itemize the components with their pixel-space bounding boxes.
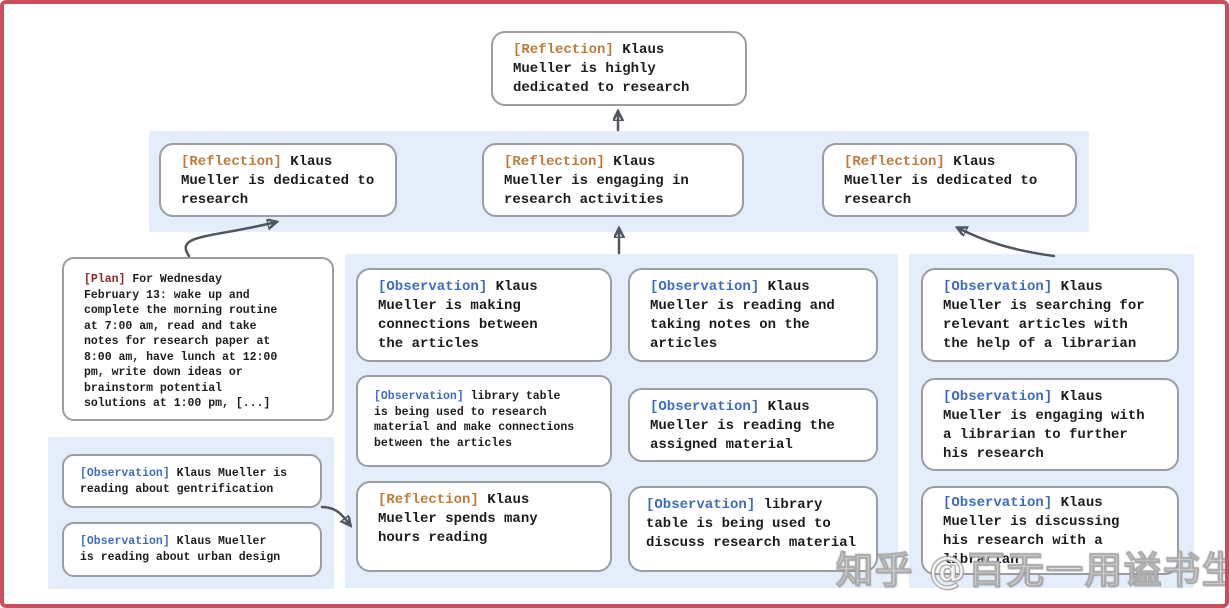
- observation-tag: [Observation]: [378, 279, 488, 295]
- plan-tag: [Plan]: [84, 273, 126, 286]
- node-text: Klaus Mueller is reading about gentrific…: [80, 467, 288, 496]
- node-observation-library-discuss: [Observation] library table is being use…: [628, 486, 878, 572]
- observation-tag: [Observation]: [374, 390, 464, 403]
- node-observation-searching-articles: [Observation] Klaus Mueller is searching…: [921, 268, 1179, 362]
- reflection-tag: [Reflection]: [513, 42, 614, 58]
- node-reflection-engaging: [Reflection] Klaus Mueller is engaging i…: [482, 143, 744, 217]
- node-text: Klaus Mueller is dedicated to research: [181, 154, 375, 208]
- node-reflection-root: [Reflection] Klaus Mueller is highly ded…: [491, 31, 747, 106]
- node-observation-urban-design: [Observation] Klaus Mueller is reading a…: [62, 522, 322, 577]
- node-observation-gentrification: [Observation] Klaus Mueller is reading a…: [62, 454, 322, 508]
- node-text: Klaus Mueller is engaging with a librari…: [943, 389, 1145, 462]
- observation-tag: [Observation]: [650, 399, 760, 415]
- node-reflection-dedicated-2: [Reflection] Klaus Mueller is dedicated …: [822, 143, 1077, 217]
- reflection-tag: [Reflection]: [844, 154, 945, 170]
- node-text: Klaus Mueller spends many hours reading: [378, 492, 538, 546]
- node-text: Klaus Mueller is reading and taking note…: [650, 279, 835, 352]
- arrow-rightpanel-to-reflection3: [958, 228, 1056, 258]
- node-text: Klaus Mueller is searching for relevant …: [943, 279, 1145, 352]
- node-text: Klaus Mueller is dedicated to research: [844, 154, 1038, 208]
- node-plan-wednesday: [Plan] For Wednesday February 13: wake u…: [62, 257, 334, 421]
- node-text: Klaus Mueller is discussing his research…: [943, 495, 1120, 568]
- observation-tag: [Observation]: [943, 389, 1053, 405]
- node-text: Klaus Mueller is engaging in research ac…: [504, 154, 689, 208]
- observation-tag: [Observation]: [80, 535, 170, 548]
- node-reflection-dedicated-1: [Reflection] Klaus Mueller is dedicated …: [159, 143, 397, 217]
- node-observation-connections: [Observation] Klaus Mueller is making co…: [356, 268, 612, 362]
- reflection-tag: [Reflection]: [181, 154, 282, 170]
- node-text: Klaus Mueller is making connections betw…: [378, 279, 538, 352]
- zhihu-watermark: 知乎 @百无一用谥书生: [835, 548, 1229, 592]
- observation-tag: [Observation]: [650, 279, 760, 295]
- reflection-tag: [Reflection]: [378, 492, 479, 508]
- node-text: library table is being used to discuss r…: [646, 497, 857, 551]
- observation-tag: [Observation]: [943, 495, 1053, 511]
- node-observation-taking-notes: [Observation] Klaus Mueller is reading a…: [628, 268, 878, 362]
- observation-tag: [Observation]: [646, 497, 756, 513]
- node-text: library table is being used to research …: [374, 390, 575, 450]
- node-text: Klaus Mueller is reading the assigned ma…: [650, 399, 835, 453]
- node-observation-engaging-librarian: [Observation] Klaus Mueller is engaging …: [921, 378, 1179, 471]
- node-observation-discussing-librarian: [Observation] Klaus Mueller is discussin…: [921, 486, 1179, 575]
- node-reflection-hours-reading: [Reflection] Klaus Mueller spends many h…: [356, 481, 612, 572]
- node-observation-library-research: [Observation] library table is being use…: [356, 375, 612, 467]
- node-text: Klaus Mueller is reading about urban des…: [80, 535, 281, 564]
- observation-tag: [Observation]: [943, 279, 1053, 295]
- reflection-tag: [Reflection]: [504, 154, 605, 170]
- node-observation-assigned-material: [Observation] Klaus Mueller is reading t…: [628, 388, 878, 462]
- node-text: For Wednesday February 13: wake up and c…: [84, 273, 278, 410]
- node-text: Klaus Mueller is highly dedicated to res…: [513, 42, 690, 96]
- observation-tag: [Observation]: [80, 467, 170, 480]
